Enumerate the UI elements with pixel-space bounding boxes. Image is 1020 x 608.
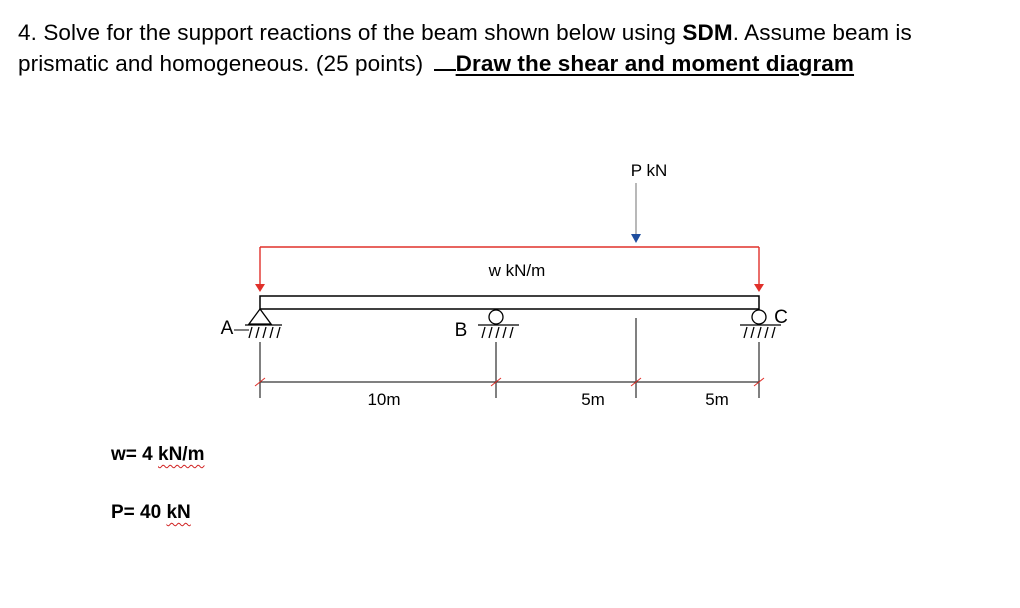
- beam: [259, 295, 760, 310]
- span-p-c-label: 5m: [705, 390, 729, 409]
- support-b-label: B: [455, 320, 468, 341]
- problem-statement: 4. Solve for the support reactions of th…: [18, 17, 1008, 79]
- method-name: SDM: [682, 20, 733, 45]
- span-ab-label: 10m: [367, 390, 400, 409]
- problem-text: 4. Solve for the support reactions of th…: [18, 20, 683, 45]
- distributed-load-label: w kN/m: [488, 261, 546, 280]
- span-b-p-label: 5m: [581, 390, 605, 409]
- udl-left-arrowhead: [255, 284, 265, 292]
- distributed-load: [259, 246, 760, 285]
- dimension-ticks: [254, 377, 765, 387]
- given-w-value: w= 4: [111, 444, 158, 465]
- point-load-label: P kN: [631, 161, 668, 180]
- problem-text-continued: . Assume beam is prismatic and homogeneo…: [18, 20, 912, 76]
- point-load-arrowhead: [631, 234, 641, 243]
- given-p-unit: kN: [166, 502, 191, 523]
- given-w-unit: kN/m: [158, 444, 205, 465]
- given-p: P= 40 kN: [111, 502, 191, 524]
- support-c-label: C: [774, 307, 788, 328]
- underline-gap: [433, 51, 456, 71]
- udl-right-arrowhead: [754, 284, 764, 292]
- support-a-label: A: [221, 318, 234, 339]
- roller-support-c: [740, 309, 781, 339]
- draw-instruction: Draw the shear and moment diagram: [455, 51, 855, 76]
- dimension-lines: [259, 318, 760, 398]
- pin-support-a: [245, 307, 282, 339]
- given-w: w= 4 kN/m: [111, 444, 204, 466]
- given-p-value: P= 40: [111, 502, 167, 523]
- roller-support-b: [478, 309, 519, 339]
